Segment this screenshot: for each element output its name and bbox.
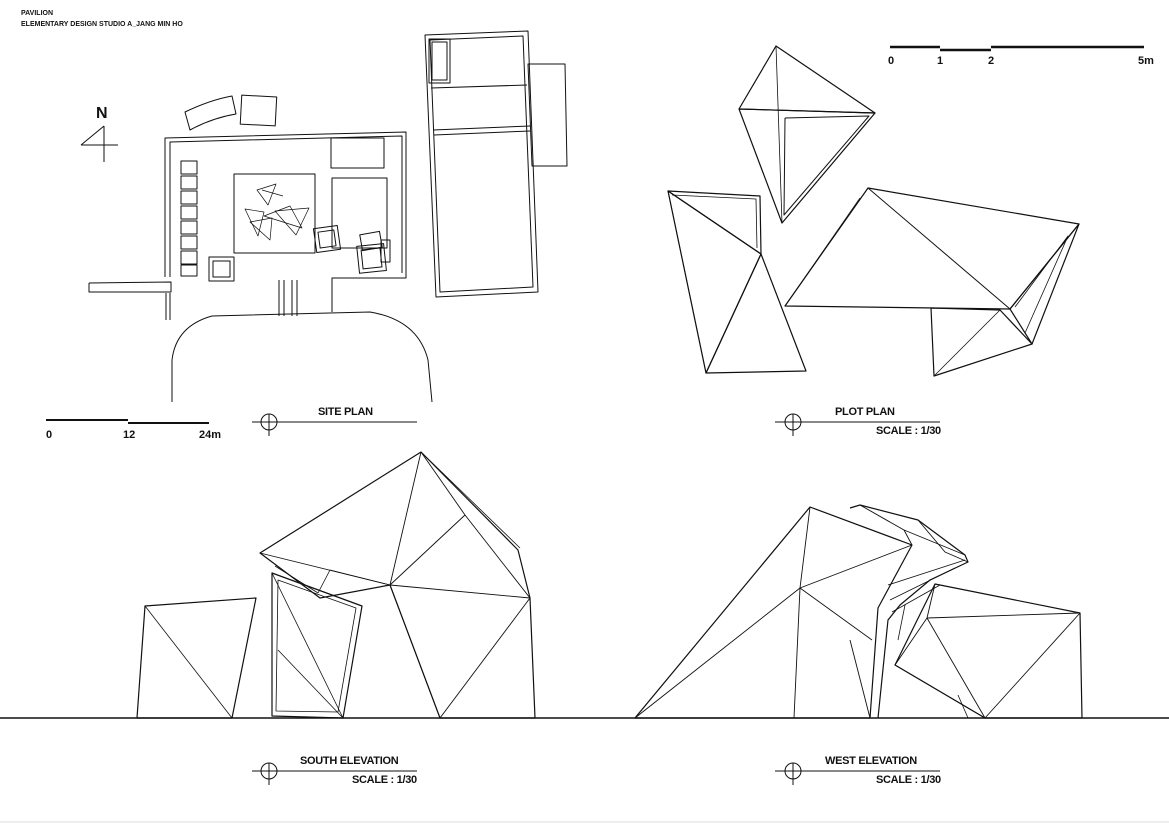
main-platform [165, 132, 406, 312]
south-elevation-title-marker-icon [252, 763, 417, 785]
bench-row [181, 161, 197, 276]
plot-scale-tick-0: 0 [888, 55, 895, 67]
stool [209, 257, 234, 281]
site-scale-tick-0: 0 [46, 429, 53, 441]
north-arrow-icon [81, 126, 118, 162]
project-title: PAVILION [21, 10, 54, 17]
south-elevation-scale: SCALE : 1/30 [352, 774, 417, 786]
pavilion-footprint [234, 174, 315, 253]
west-elevation-title: WEST ELEVATION [825, 755, 917, 767]
adjacent-building [425, 31, 567, 297]
site-plan-title: SITE PLAN [318, 406, 373, 418]
stool [357, 244, 387, 274]
curved-terrace [172, 312, 432, 402]
plot-plan-scale: SCALE : 1/30 [876, 425, 941, 437]
plot-scale-tick-2: 2 [988, 55, 995, 67]
north-label: N [96, 105, 108, 122]
studio-credit: ELEMENTARY DESIGN STUDIO A_JANG MIN HO [21, 21, 183, 28]
site-scale-bar [46, 420, 209, 423]
west-elevation-title-marker-icon [775, 763, 940, 785]
plot-scale-bar [890, 47, 1144, 50]
south-elevation-title: SOUTH ELEVATION [300, 755, 399, 767]
plot-scale-tick-3: 5m [1138, 55, 1154, 67]
south-elevation-drawing [137, 452, 535, 785]
plot-plan-title: PLOT PLAN [835, 406, 895, 418]
plot-plan-drawing [668, 46, 1144, 436]
site-scale-tick-1: 12 [123, 429, 136, 441]
site-scale-tick-2: 24m [199, 429, 222, 441]
site-plan-title-marker-icon [252, 414, 417, 436]
west-elevation-scale: SCALE : 1/30 [876, 774, 941, 786]
plot-plan-title-marker-icon [775, 414, 940, 436]
plot-scale-tick-1: 1 [937, 55, 944, 67]
west-elevation-drawing [635, 505, 1082, 785]
square-pad [240, 95, 276, 126]
site-plan-drawing [46, 31, 567, 436]
curved-bench [185, 96, 236, 130]
